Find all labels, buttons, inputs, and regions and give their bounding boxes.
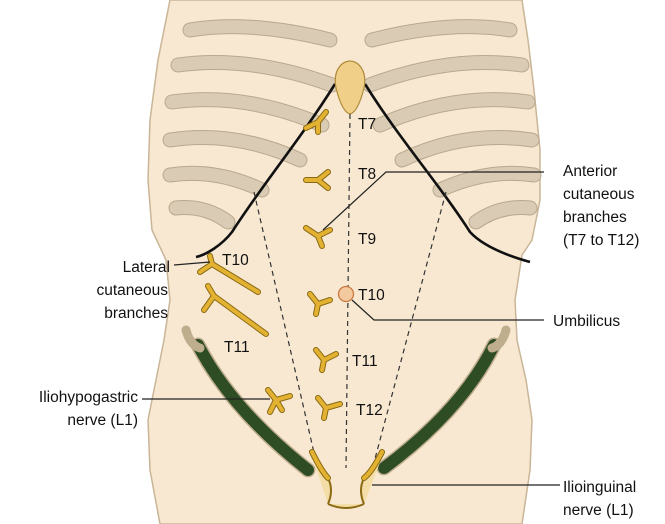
anterior-label-line-4: (T7 to T12) <box>563 232 639 249</box>
umbilicus-label: Umbilicus <box>553 313 620 330</box>
lateral-label-line-3: branches <box>104 305 168 322</box>
segment-t12-label: T12 <box>356 402 383 419</box>
segment-t9-label: T9 <box>358 231 376 248</box>
segment-t11-label: T11 <box>352 353 378 370</box>
lateral-label-line-2: cutaneous <box>96 282 168 299</box>
iliohypogastric-label-line-2: nerve (L1) <box>67 412 138 429</box>
iliohypogastric-label-line-1: Iliohypogastric <box>39 389 138 406</box>
anterior-label-line-2: cutaneous <box>563 186 635 203</box>
umbilicus-marker <box>339 287 354 302</box>
anterior-label-line-3: branches <box>563 209 627 226</box>
segment-t8-label: T8 <box>358 166 376 183</box>
segment-t7-label: T7 <box>358 116 376 133</box>
segment-t10-label: T10 <box>358 287 385 304</box>
ilioinguinal-label-line-1: Ilioinguinal <box>563 479 636 496</box>
lateral-t11-label: T11 <box>224 339 250 356</box>
anterior-label-line-1: Anterior <box>563 163 617 180</box>
lateral-t10-label: T10 <box>222 252 249 269</box>
ilioinguinal-label-line-2: nerve (L1) <box>563 502 634 519</box>
lateral-label-line-1: Lateral <box>123 259 170 276</box>
